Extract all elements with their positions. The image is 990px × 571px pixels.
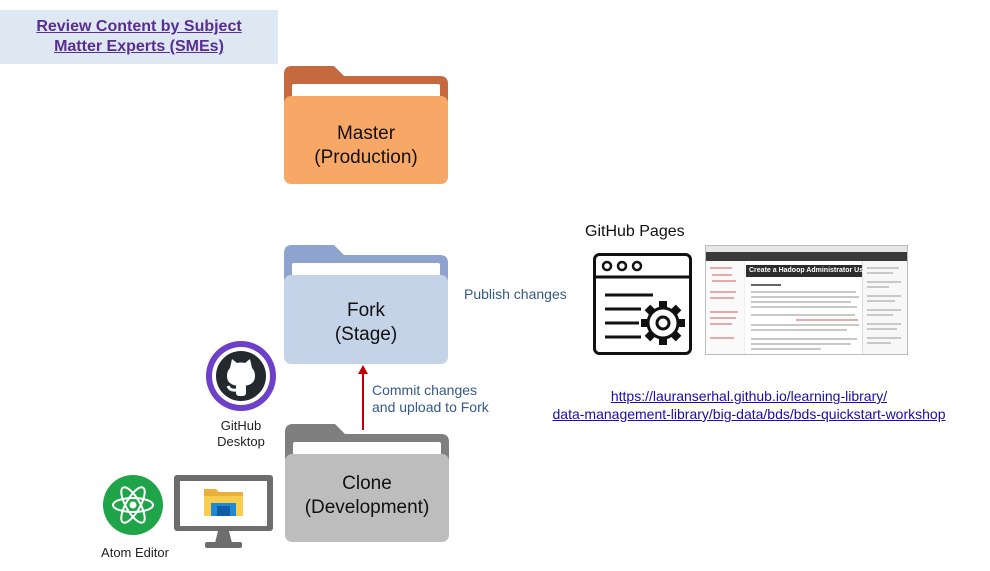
github-desktop-line-1: GitHub bbox=[220, 418, 262, 433]
screenshot-browser-tabs bbox=[706, 246, 907, 252]
github-pages-screenshot[interactable]: Create a Hadoop Administrator User bbox=[705, 245, 908, 355]
title-line-1[interactable]: Review Content by Subject bbox=[36, 18, 242, 35]
web-page-settings-icon bbox=[593, 253, 692, 355]
fork-label-line-2: (Stage) bbox=[334, 324, 398, 345]
master-label-line-2: (Production) bbox=[314, 147, 418, 168]
publish-label: Publish changes bbox=[464, 286, 567, 302]
fork-folder-body bbox=[284, 275, 448, 364]
clone-folder: Clone (Development) bbox=[285, 424, 449, 542]
github-pages-label: GitHub Pages bbox=[585, 223, 685, 240]
commit-label: Commit changes and upload to Fork bbox=[372, 382, 489, 416]
atom-editor-label: Atom Editor bbox=[101, 545, 169, 560]
web-page-dot-2 bbox=[616, 260, 628, 272]
fork-label-line-1: Fork bbox=[347, 300, 385, 321]
clone-label-line-1: Clone bbox=[342, 473, 392, 494]
title-line-2[interactable]: Matter Experts (SMEs) bbox=[54, 38, 224, 55]
screenshot-left-nav bbox=[706, 261, 745, 354]
fork-folder: Fork (Stage) bbox=[284, 245, 448, 364]
title-box: Review Content by Subject Matter Experts… bbox=[0, 10, 278, 64]
monitor-icon bbox=[174, 475, 273, 548]
clone-folder-icon bbox=[285, 424, 449, 542]
commit-label-line-2: and upload to Fork bbox=[372, 399, 489, 415]
commit-arrow-head bbox=[358, 365, 368, 374]
workshop-url-link[interactable]: https://lauranserhal.github.io/learning-… bbox=[520, 387, 978, 423]
commit-arrow bbox=[358, 365, 368, 430]
atom-icon bbox=[103, 475, 163, 535]
web-page-dot-3 bbox=[631, 260, 643, 272]
screenshot-site-header bbox=[706, 252, 907, 261]
clone-label-line-2: (Development) bbox=[304, 497, 430, 518]
gear-icon bbox=[641, 301, 685, 345]
clone-folder-body bbox=[285, 454, 449, 542]
file-explorer-folder-icon bbox=[204, 489, 243, 516]
master-folder-icon bbox=[284, 66, 448, 184]
url-line-2[interactable]: data-management-library/big-data/bds/bds… bbox=[552, 406, 946, 422]
commit-label-line-1: Commit changes bbox=[372, 382, 478, 398]
fork-folder-icon bbox=[284, 245, 448, 364]
screenshot-right-nav bbox=[862, 261, 907, 354]
web-page-dot-1 bbox=[601, 260, 613, 272]
github-octocat-icon bbox=[206, 341, 276, 411]
github-desktop-line-2: Desktop bbox=[217, 434, 265, 449]
master-label-line-1: Master bbox=[336, 123, 396, 144]
screenshot-heading: Create a Hadoop Administrator User bbox=[746, 265, 864, 277]
url-line-1[interactable]: https://lauranserhal.github.io/learning-… bbox=[610, 388, 888, 404]
master-folder: Master (Production) bbox=[284, 66, 448, 184]
github-desktop-label: GitHub Desktop bbox=[200, 418, 282, 450]
master-folder-body bbox=[284, 96, 448, 184]
